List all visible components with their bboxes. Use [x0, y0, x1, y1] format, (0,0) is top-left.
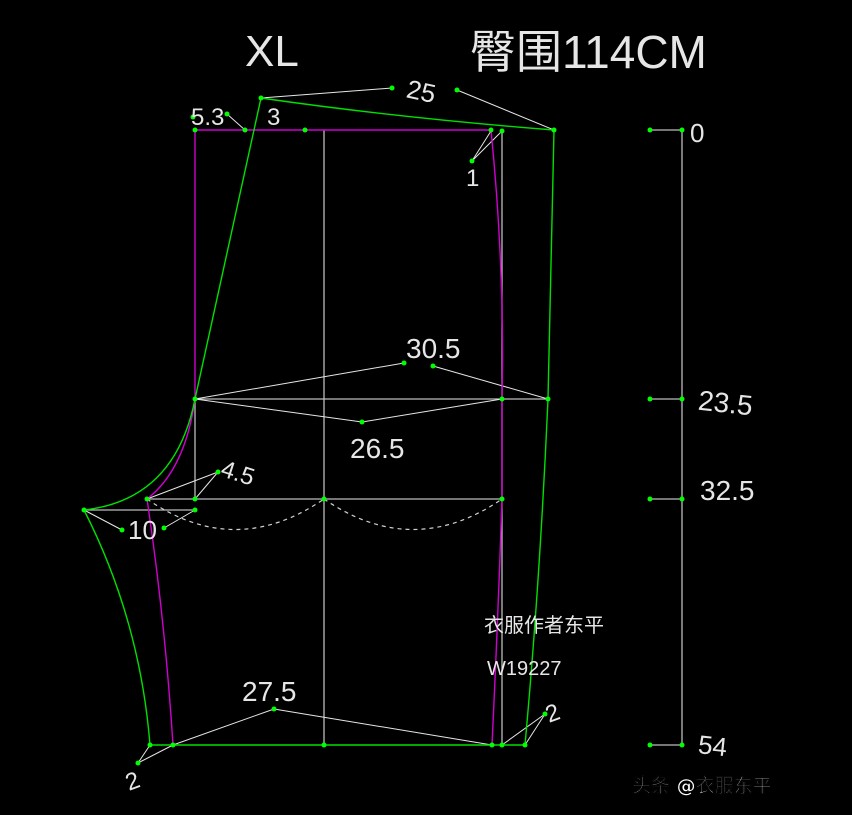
hip-title: 臀围114CM: [470, 26, 707, 78]
scale-mark-3: 54: [697, 729, 729, 762]
author-code: W19227: [487, 658, 562, 680]
leader-lines: [83, 87, 555, 764]
label-hip-upper: 30.5: [406, 333, 461, 364]
label-hem-left: 2: [122, 767, 144, 797]
back-outline: [83, 97, 555, 746]
dashed-arcs: [146, 498, 503, 530]
label-rise-offset: 3: [267, 104, 280, 131]
label-waist-left: 5.3: [191, 104, 224, 131]
points: [81, 85, 685, 766]
label-crotch-width: 10: [128, 515, 157, 545]
watermark: 头条 @衣服东平: [632, 774, 772, 797]
scale-mark-1: 23.5: [697, 385, 754, 422]
label-hem-right: 2: [542, 699, 564, 729]
label-top-total: 25: [404, 74, 439, 109]
author-name: 衣服作者东平: [484, 614, 604, 637]
label-top-right: 1: [466, 165, 479, 192]
scale-mark-2: 32.5: [700, 475, 755, 506]
scale-mark-0: 0: [690, 118, 704, 148]
size-title: XL: [245, 27, 299, 76]
label-hem: 27.5: [242, 676, 297, 707]
front-outline: [146, 129, 504, 746]
label-crotch-ext: 4.5: [218, 456, 258, 492]
label-hip-lower: 26.5: [350, 433, 405, 464]
